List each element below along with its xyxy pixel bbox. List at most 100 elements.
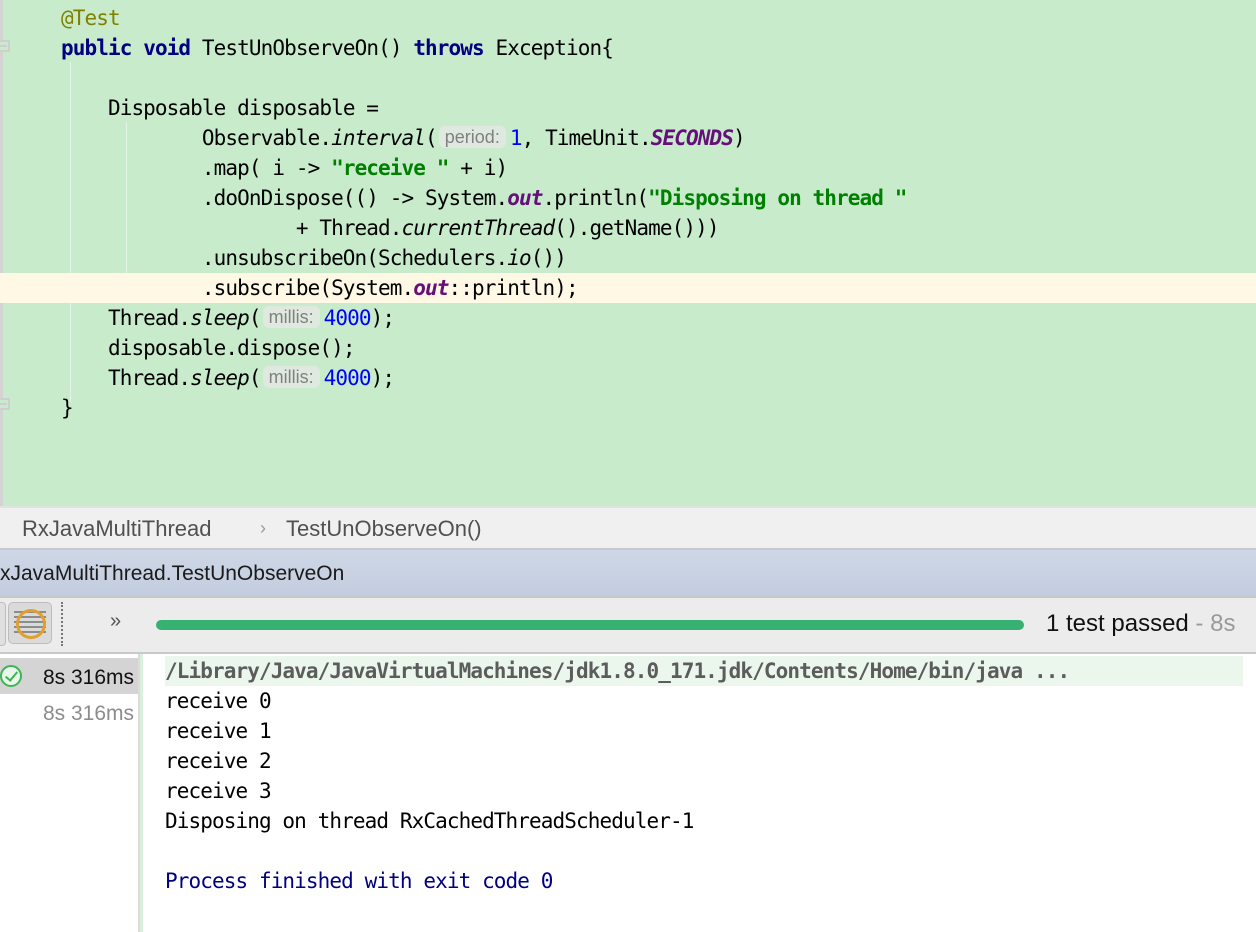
code-token: } [60,396,74,420]
code-line[interactable]: .unsubscribeOn(Schedulers.io()) [0,243,1256,273]
code-token: TestUnObserveOn() [190,36,414,60]
breadcrumb: RxJavaMultiThread › TestUnObserveOn() [0,506,1256,550]
parameter-hint: period: [438,126,506,148]
fold-icon[interactable] [0,40,10,52]
run-toolbar: » 1 test passed - 8s [0,598,1256,654]
code-line[interactable]: } [0,393,1256,423]
code-token: ); [370,366,395,390]
code-text: @Test [14,3,121,33]
code-line[interactable]: Thread.sleep(millis:4000); [0,363,1256,393]
code-token: void [143,36,191,60]
code-text: + Thread.currentThread().getName())) [14,213,720,243]
code-token: 1 [509,126,523,150]
code-token: .map( i -> [201,156,332,180]
test-status-text: 1 test passed - 8s [1046,610,1235,638]
code-text: .map( i -> "receive " + i) [14,153,508,183]
code-token: interval [331,126,426,150]
console-output-line: receive 2 [165,749,272,773]
code-token: ( [425,126,438,150]
code-token: + Thread. [295,216,403,240]
code-text: public void TestUnObserveOn() throws Exc… [14,33,614,63]
code-line[interactable]: .map( i -> "receive " + i) [0,153,1256,183]
code-token: "Disposing on thread " [648,186,907,210]
run-config-title: xJavaMultiThread.TestUnObserveOn [0,562,345,585]
code-text: Observable.interval(period:1, TimeUnit.S… [14,123,746,153]
code-token: .println( [542,186,649,210]
code-text: Disposable disposable = [14,93,379,123]
code-line[interactable]: Thread.sleep(millis:4000); [0,303,1256,333]
code-token: public [60,36,132,60]
test-tree-row-root[interactable]: 8s 316ms [0,658,138,694]
code-line[interactable]: + Thread.currentThread().getName())) [0,213,1256,243]
code-token: throws [413,36,484,60]
code-token [131,36,143,60]
code-line[interactable]: .doOnDispose(() -> System.out.println("D… [0,183,1256,213]
code-text: } [14,393,74,423]
code-line[interactable]: Disposable disposable = [0,93,1256,123]
toolbar-button[interactable] [0,602,6,646]
test-progress-bar [156,620,1024,630]
more-actions-chevron-icon[interactable]: » [110,610,122,632]
code-token: io [507,246,531,270]
code-token: currentThread [401,216,556,240]
code-token: Exception{ [483,36,614,60]
console-output-line: receive 1 [165,719,272,743]
code-token: ().getName())) [554,216,719,240]
code-token: .subscribe(System. [201,276,414,300]
test-duration-suffix: - 8s [1188,610,1236,637]
parameter-hint: millis: [262,366,320,388]
code-token: @Test [60,6,121,30]
code-token: sleep [190,366,250,390]
run-window-header: xJavaMultiThread.TestUnObserveOn [0,550,1256,598]
code-line[interactable]: Observable.interval(period:1, TimeUnit.S… [0,123,1256,153]
code-token: 4000 [323,366,372,390]
code-token: out [507,186,543,210]
code-editor[interactable]: @Test public void TestUnObserveOn() thro… [0,0,1256,506]
code-text: Thread.sleep(millis:4000); [14,363,395,393]
test-duration: 8s 316ms [42,666,134,689]
test-tree-row-method[interactable]: 8s 316ms [0,694,138,730]
code-line[interactable]: disposable.dispose(); [0,333,1256,363]
code-text: Thread.sleep(millis:4000); [14,303,395,333]
fold-icon[interactable] [0,398,10,410]
breadcrumb-separator-icon: › [260,518,266,538]
console-output[interactable]: /Library/Java/JavaVirtualMachines/jdk1.8… [140,654,1256,932]
console-command-line[interactable]: /Library/Java/JavaVirtualMachines/jdk1.8… [165,656,1243,686]
code-token: Thread. [107,366,191,390]
code-token: ( [248,306,262,330]
toolbar-divider [61,602,63,646]
console-output-line: Disposing on thread RxCachedThreadSchedu… [165,809,694,833]
code-token: + i) [448,156,508,180]
parameter-hint: millis: [262,306,320,328]
breadcrumb-class[interactable]: RxJavaMultiThread [22,516,212,541]
passed-check-icon [0,665,22,687]
code-token: Thread. [107,306,191,330]
code-token: 4000 [323,306,372,330]
code-line[interactable]: @Test [0,3,1256,33]
code-line[interactable]: public void TestUnObserveOn() throws Exc… [0,33,1256,63]
code-token: ); [370,306,395,330]
tests-passed-label: 1 test passed [1046,610,1189,637]
show-ignored-toggle-button[interactable] [8,602,52,644]
code-token: ) [732,126,746,150]
code-token: SECONDS [650,126,734,150]
test-duration: 8s 316ms [42,702,134,725]
code-token: "receive " [331,156,449,180]
breadcrumb-method[interactable]: TestUnObserveOn() [286,516,482,541]
code-token: , TimeUnit. [521,126,652,150]
code-line-current[interactable]: .subscribe(System.out::println); [0,273,1256,303]
code-text: .doOnDispose(() -> System.out.println("D… [14,183,908,213]
code-line[interactable] [0,63,1256,93]
test-results-tree: 8s 316ms 8s 316ms [0,654,140,932]
code-token: disposable.dispose(); [107,336,356,360]
indent-guide [126,122,127,292]
code-token: .doOnDispose(() -> System. [201,186,508,210]
code-text: .unsubscribeOn(Schedulers.io()) [14,243,567,273]
code-token: ()) [530,246,567,270]
code-text: .subscribe(System.out::println); [14,273,579,303]
console-output-line: receive 0 [165,689,272,713]
code-token: .unsubscribeOn(Schedulers. [201,246,508,270]
ignored-circle-icon [16,609,46,639]
code-text: disposable.dispose(); [14,333,356,363]
process-exit-message: Process finished with exit code 0 [165,869,553,893]
